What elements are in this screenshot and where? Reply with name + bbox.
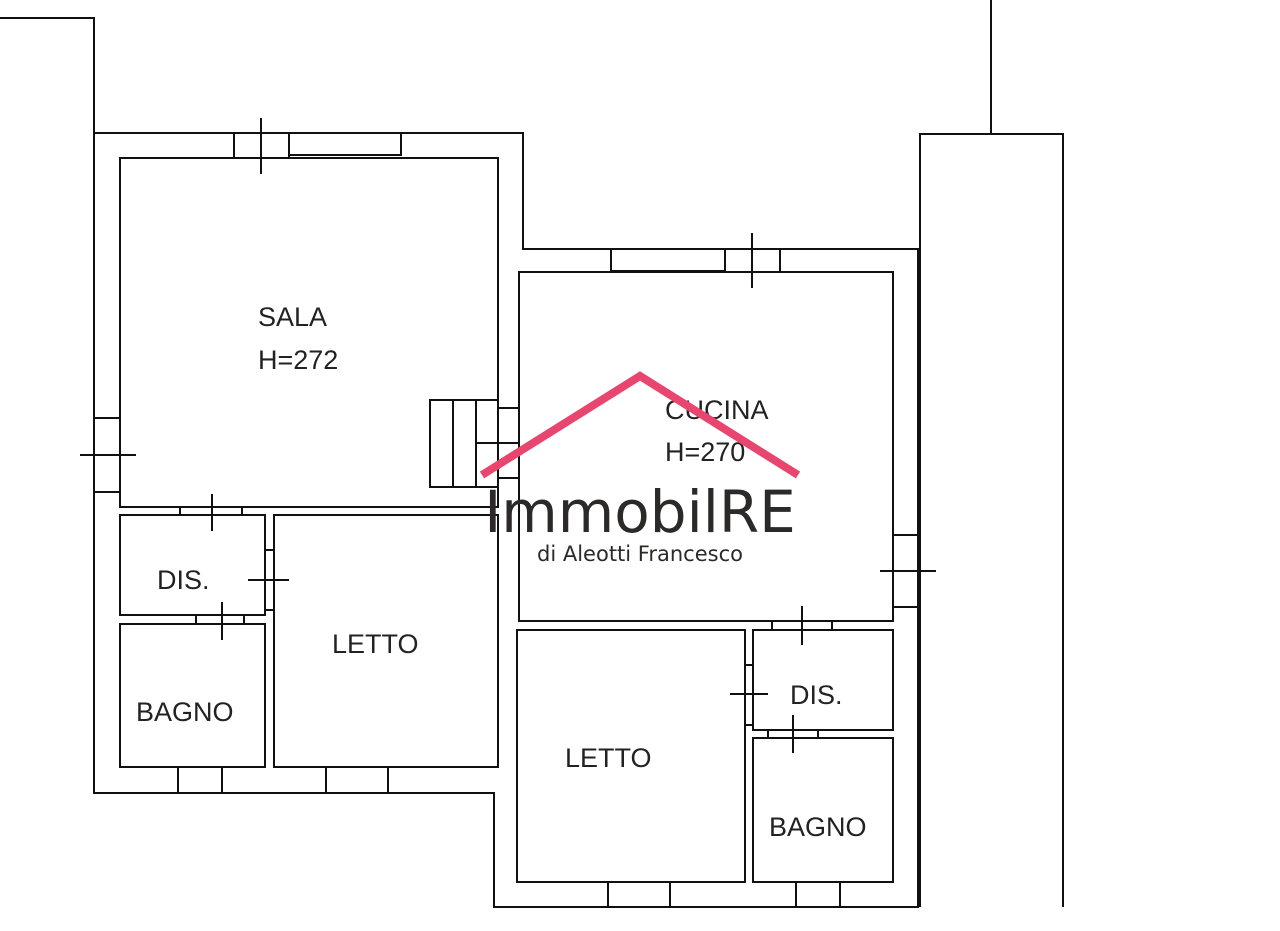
letto-right-label: LETTO bbox=[565, 743, 652, 773]
room-bagno-right bbox=[752, 737, 894, 883]
walls bbox=[0, 0, 1064, 908]
brand-subtitle: di Aleotti Francesco bbox=[537, 542, 743, 566]
sala-height: H=272 bbox=[258, 345, 338, 375]
room-bagno-left bbox=[119, 623, 266, 768]
dis-right-label: DIS. bbox=[790, 680, 843, 710]
watermark-logo: ImmobilRE di Aleotti Francesco bbox=[479, 371, 801, 566]
brand-name: ImmobilRE bbox=[484, 478, 796, 546]
dis-left-label: DIS. bbox=[157, 565, 210, 595]
room-sala bbox=[119, 157, 499, 508]
room-labels: SALA H=272 CUCINA H=270 DIS. BAGNO LETTO… bbox=[136, 302, 867, 842]
windows-doors bbox=[80, 118, 936, 908]
bagno-left-label: BAGNO bbox=[136, 697, 234, 727]
sala-label: SALA bbox=[258, 302, 327, 332]
stairs bbox=[429, 399, 520, 488]
roof-icon bbox=[479, 371, 801, 479]
cucina-height: H=270 bbox=[665, 437, 745, 467]
bagno-right-label: BAGNO bbox=[769, 812, 867, 842]
letto-left-label: LETTO bbox=[332, 629, 419, 659]
